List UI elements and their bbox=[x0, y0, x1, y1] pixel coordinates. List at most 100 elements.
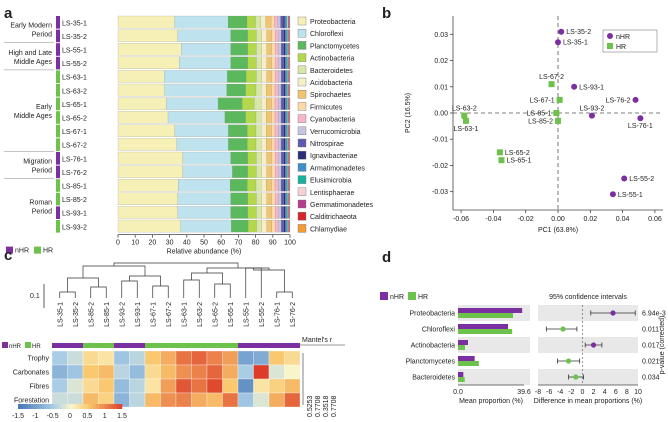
stacked-bar-segment bbox=[286, 124, 288, 138]
point-label: LS-67-2 bbox=[539, 74, 564, 81]
heatmap-cell bbox=[253, 378, 270, 394]
colorbar-segment bbox=[25, 404, 29, 409]
stacked-bar-segment bbox=[179, 56, 231, 69]
colorbar-segment bbox=[90, 404, 94, 409]
stacked-bar-segment bbox=[278, 219, 282, 233]
mean-proportion-bar bbox=[458, 313, 513, 318]
colorbar-segment bbox=[20, 404, 24, 409]
stacked-bar-segment bbox=[261, 179, 267, 192]
stacked-bar-segment bbox=[283, 138, 286, 151]
colorbar-segment bbox=[85, 404, 89, 409]
stacked-bar-segment bbox=[266, 43, 272, 56]
stacked-bar-segment bbox=[254, 97, 262, 110]
mean-proportion-bar bbox=[458, 340, 468, 345]
point-nHR bbox=[571, 83, 578, 90]
stacked-bar-segment bbox=[261, 206, 267, 219]
heatmap-cell bbox=[160, 378, 177, 394]
point-label: LS-63-2 bbox=[452, 106, 477, 113]
stacked-bar-segment bbox=[283, 111, 286, 124]
stacked-bar-segment bbox=[280, 83, 284, 97]
stacked-bar-segment bbox=[180, 219, 232, 233]
stacked-bar-segment bbox=[117, 206, 178, 219]
point-label: LS-55-1 bbox=[618, 192, 643, 199]
taxa-legend-swatch bbox=[297, 77, 307, 87]
stacked-bar-segment bbox=[278, 151, 282, 165]
sample-group-strip bbox=[56, 111, 60, 124]
point-nHR bbox=[609, 191, 616, 198]
legend-label-nHR: nHR bbox=[15, 248, 29, 255]
stacked-bar-segment bbox=[287, 124, 289, 138]
stacked-bar-segment bbox=[271, 111, 276, 124]
ci-tick-label: -4 bbox=[557, 389, 563, 396]
stacked-bar-segment bbox=[288, 15, 290, 29]
stacked-bar-segment bbox=[261, 29, 267, 42]
stacked-bar-segment bbox=[271, 151, 276, 165]
stacked-bar-segment bbox=[117, 138, 177, 151]
dendrogram-branch bbox=[67, 277, 99, 292]
ci-tick-label: -8 bbox=[535, 389, 541, 396]
stacked-bar-segment bbox=[283, 165, 286, 178]
stacked-bar-segment bbox=[287, 70, 289, 83]
colorbar-segment bbox=[38, 404, 42, 409]
stacked-bar-segment bbox=[271, 70, 276, 83]
legend-marker-nHR bbox=[607, 33, 613, 39]
row-label: Forestation bbox=[14, 398, 49, 405]
point-nHR bbox=[588, 112, 595, 119]
colorbar-segment bbox=[44, 404, 47, 409]
stacked-bar-segment bbox=[177, 29, 231, 42]
taxa-legend-label: Cyanobacteria bbox=[310, 117, 355, 124]
stacked-bar-segment bbox=[177, 206, 231, 219]
colorbar-segment bbox=[114, 404, 118, 409]
ci-tick-label: 8 bbox=[625, 389, 629, 396]
point-HR bbox=[462, 117, 469, 124]
stacked-bar-segment bbox=[281, 56, 284, 69]
column-group-strip bbox=[269, 343, 285, 348]
stacked-bar-segment bbox=[281, 219, 284, 233]
colorbar-segment bbox=[59, 404, 63, 409]
heatmap-cell bbox=[191, 350, 208, 366]
heatmap-cell bbox=[82, 378, 99, 394]
heatmap-cell bbox=[144, 378, 161, 394]
taxa-legend-label: Chloroflexi bbox=[310, 31, 344, 38]
heatmap-cell bbox=[129, 350, 146, 366]
stacked-bar-segment bbox=[280, 138, 284, 151]
colorbar-segment bbox=[18, 404, 21, 409]
stacked-bar-segment bbox=[287, 83, 289, 97]
colorbar-segment bbox=[62, 404, 66, 409]
stacked-bar-segment bbox=[271, 219, 276, 233]
heatmap-cell bbox=[284, 364, 301, 380]
taxa-legend-swatch bbox=[297, 187, 307, 197]
heatmap-cell bbox=[51, 378, 68, 394]
heatmap-cell bbox=[268, 378, 285, 394]
column-group-strip bbox=[114, 343, 130, 348]
stacked-bar-segment bbox=[247, 165, 257, 178]
stacked-bar-segment bbox=[247, 151, 257, 165]
stacked-bar-segment bbox=[287, 43, 289, 56]
stacked-bar-segment bbox=[285, 151, 287, 165]
colorbar-tick-label: 1 bbox=[103, 413, 107, 420]
colorbar-segment bbox=[36, 404, 40, 409]
heatmap-cell bbox=[191, 392, 208, 408]
ci-mean-point bbox=[590, 342, 597, 348]
dendrogram-branch bbox=[206, 267, 270, 273]
stacked-bar-segment bbox=[245, 83, 257, 97]
p-value: 6.94e-3 bbox=[642, 311, 666, 318]
taxa-legend-label: Actinobacteria bbox=[310, 56, 354, 63]
y-tick-label: 0.01 bbox=[434, 84, 448, 91]
stacked-bar-segment bbox=[285, 111, 287, 124]
period-label-line: Roman bbox=[29, 199, 52, 206]
sample-group-strip bbox=[56, 179, 60, 192]
colorbar-segment bbox=[70, 404, 73, 409]
legend-label-HR: HR bbox=[32, 344, 41, 350]
taxa-legend-swatch bbox=[297, 41, 307, 50]
x-tick-label: 0.02 bbox=[583, 216, 597, 223]
heatmap-cell bbox=[51, 364, 68, 380]
stacked-bar-segment bbox=[176, 138, 229, 151]
stacked-bar-segment bbox=[287, 111, 289, 124]
x-tick-label: -0.04 bbox=[485, 216, 501, 223]
taxa-legend-swatch bbox=[297, 224, 307, 233]
stacked-bar-segment bbox=[261, 43, 267, 56]
